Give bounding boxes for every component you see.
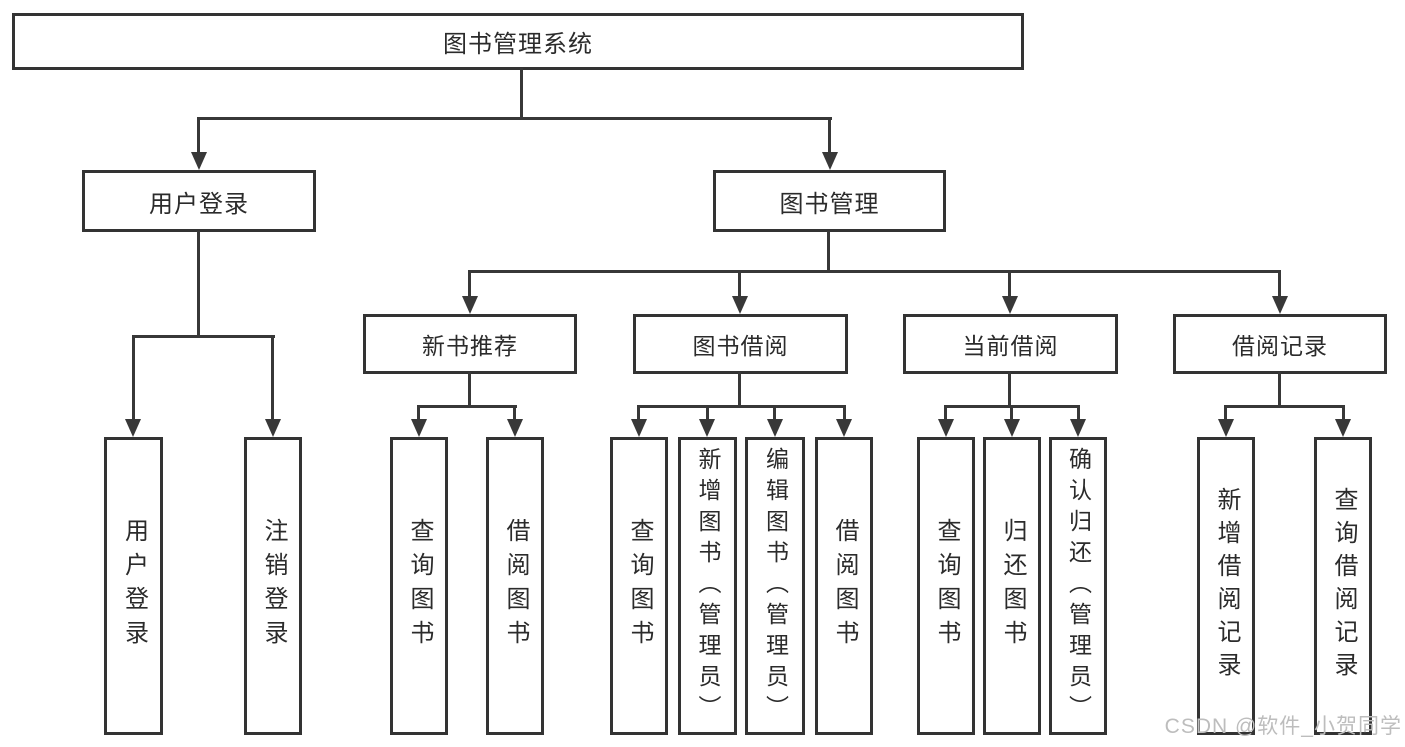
connector-current-stem: [1008, 372, 1011, 408]
connector-user-login-stem: [197, 231, 200, 338]
connector-level3-rail: [468, 270, 1281, 273]
arrowhead-icon-records: [1272, 296, 1288, 314]
arrowhead-icon-rec-query-record: [1335, 419, 1351, 437]
node-book-borrowing: 图书借阅: [633, 314, 848, 374]
connector-stub-rec-add-record: [1224, 405, 1227, 421]
connector-stub-current: [1008, 270, 1011, 298]
node-borrowing-query-books: 查询图书: [610, 437, 668, 735]
connector-borrowing-rail: [637, 405, 846, 408]
node-logout-leaf: 注销登录: [244, 437, 302, 735]
arrowhead-icon-user-login: [191, 152, 207, 170]
node-borrowing-records: 借阅记录: [1173, 314, 1387, 374]
arrowhead-icon-bor-add: [699, 419, 715, 437]
node-add-books-admin: 新增图书（管理员）: [678, 437, 737, 735]
connector-book-management-stem: [827, 231, 830, 273]
arrowhead-icon-bor-edit: [767, 419, 783, 437]
connector-stub-user-login-leaf: [132, 335, 135, 421]
node-book-management: 图书管理: [713, 170, 946, 232]
node-library-management-system: 图书管理系统: [12, 13, 1024, 70]
connector-borrowing-stem: [738, 372, 741, 408]
node-current-query-books: 查询图书: [917, 437, 975, 735]
connector-stub-rec-query-record: [1342, 405, 1345, 421]
node-new-book-recommendation: 新书推荐: [363, 314, 577, 374]
connector-root-stem: [520, 68, 523, 120]
connector-stub-bor-add: [706, 405, 709, 421]
node-return-books: 归还图书: [983, 437, 1041, 735]
connector-stub-rec-query: [417, 405, 420, 421]
connector-stub-logout-leaf: [271, 335, 274, 421]
arrowhead-icon-book-management: [822, 152, 838, 170]
connector-stub-recommend: [468, 270, 471, 298]
connector-records-stem: [1278, 372, 1281, 408]
connector-stub-user-login: [197, 117, 200, 154]
connector-stub-cur-confirm: [1077, 405, 1080, 421]
connector-stub-borrowing: [738, 270, 741, 298]
connector-stub-records: [1278, 270, 1281, 298]
arrowhead-icon-cur-query: [938, 419, 954, 437]
arrowhead-icon-rec-borrow: [507, 419, 523, 437]
node-borrowing-borrow-books: 借阅图书: [815, 437, 873, 735]
connector-recommend-stem: [468, 372, 471, 408]
csdn-watermark: CSDN @软件_小贺同学: [1164, 715, 1402, 738]
connector-stub-cur-query: [944, 405, 947, 421]
arrowhead-icon-current: [1002, 296, 1018, 314]
arrowhead-icon-user-login-leaf: [125, 419, 141, 437]
arrowhead-icon-rec-query: [411, 419, 427, 437]
node-user-login-leaf: 用户登录: [104, 437, 163, 735]
connector-records-rail: [1224, 405, 1345, 408]
connector-stub-rec-borrow: [513, 405, 516, 421]
arrowhead-icon-cur-return: [1004, 419, 1020, 437]
connector-root-rail: [197, 117, 832, 120]
arrowhead-icon-borrowing: [732, 296, 748, 314]
connector-stub-bor-edit: [773, 405, 776, 421]
node-add-borrow-record: 新增借阅记录: [1197, 437, 1255, 735]
connector-stub-bor-borrow: [843, 405, 846, 421]
arrowhead-icon-bor-query: [631, 419, 647, 437]
node-confirm-return-admin: 确认归还（管理员）: [1049, 437, 1107, 735]
connector-stub-cur-return: [1010, 405, 1013, 421]
arrowhead-icon-cur-confirm: [1070, 419, 1086, 437]
node-recommend-borrow-books: 借阅图书: [486, 437, 544, 735]
node-query-borrow-record: 查询借阅记录: [1314, 437, 1372, 735]
connector-user-login-rail: [132, 335, 275, 338]
node-current-borrowing: 当前借阅: [903, 314, 1118, 374]
arrowhead-icon-rec-add-record: [1218, 419, 1234, 437]
connector-recommend-rail: [417, 405, 517, 408]
node-edit-books-admin: 编辑图书（管理员）: [745, 437, 805, 735]
arrowhead-icon-logout-leaf: [265, 419, 281, 437]
node-user-login: 用户登录: [82, 170, 316, 232]
connector-stub-bor-query: [637, 405, 640, 421]
connector-stub-book-management: [828, 117, 831, 154]
arrowhead-icon-recommend: [462, 296, 478, 314]
arrowhead-icon-bor-borrow: [836, 419, 852, 437]
node-recommend-query-books: 查询图书: [390, 437, 448, 735]
